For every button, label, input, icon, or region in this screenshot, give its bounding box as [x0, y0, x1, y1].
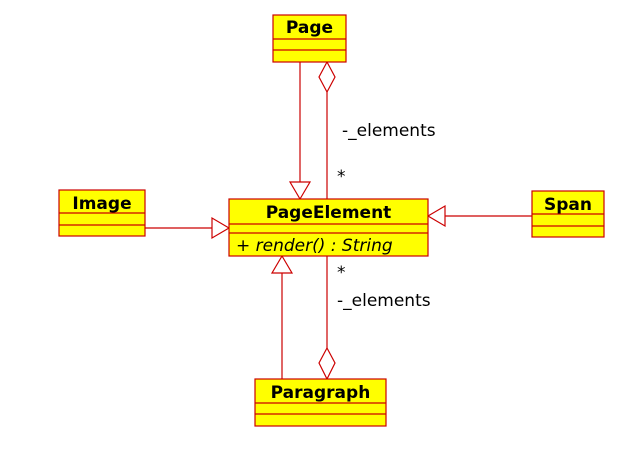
association-role-label: -_elements: [337, 291, 431, 311]
generalization-page-to-pageelement: [288, 62, 312, 201]
aggregation-diamond: [318, 60, 336, 94]
aggregation-paragraph-elements: [318, 256, 336, 381]
class-name: Span: [544, 195, 592, 215]
class-name: Image: [72, 194, 131, 214]
class-name: Paragraph: [271, 383, 371, 403]
class-pageelement[interactable]: PageElement + render() : String: [228, 198, 429, 257]
class-name: PageElement: [266, 203, 392, 223]
class-paragraph[interactable]: Paragraph: [254, 378, 387, 427]
class-name: Page: [286, 18, 333, 38]
class-image[interactable]: Image: [58, 189, 146, 237]
class-span[interactable]: Span: [531, 190, 605, 238]
aggregation-page-elements: [318, 60, 336, 199]
aggregation-diamond: [318, 346, 336, 381]
generalization-image-to-pageelement: [145, 216, 231, 240]
class-page[interactable]: Page: [272, 14, 347, 63]
inheritance-arrowhead: [288, 181, 312, 201]
inheritance-arrowhead: [426, 204, 446, 228]
class-operation: + render() : String: [236, 236, 393, 256]
association-multiplicity: *: [337, 263, 346, 283]
generalization-span-to-pageelement: [426, 204, 532, 228]
association-role-label: -_elements: [342, 121, 436, 141]
inheritance-arrowhead: [211, 216, 231, 240]
generalization-paragraph-to-pageelement: [270, 254, 294, 379]
association-multiplicity: *: [337, 167, 346, 187]
inheritance-arrowhead: [270, 254, 294, 274]
